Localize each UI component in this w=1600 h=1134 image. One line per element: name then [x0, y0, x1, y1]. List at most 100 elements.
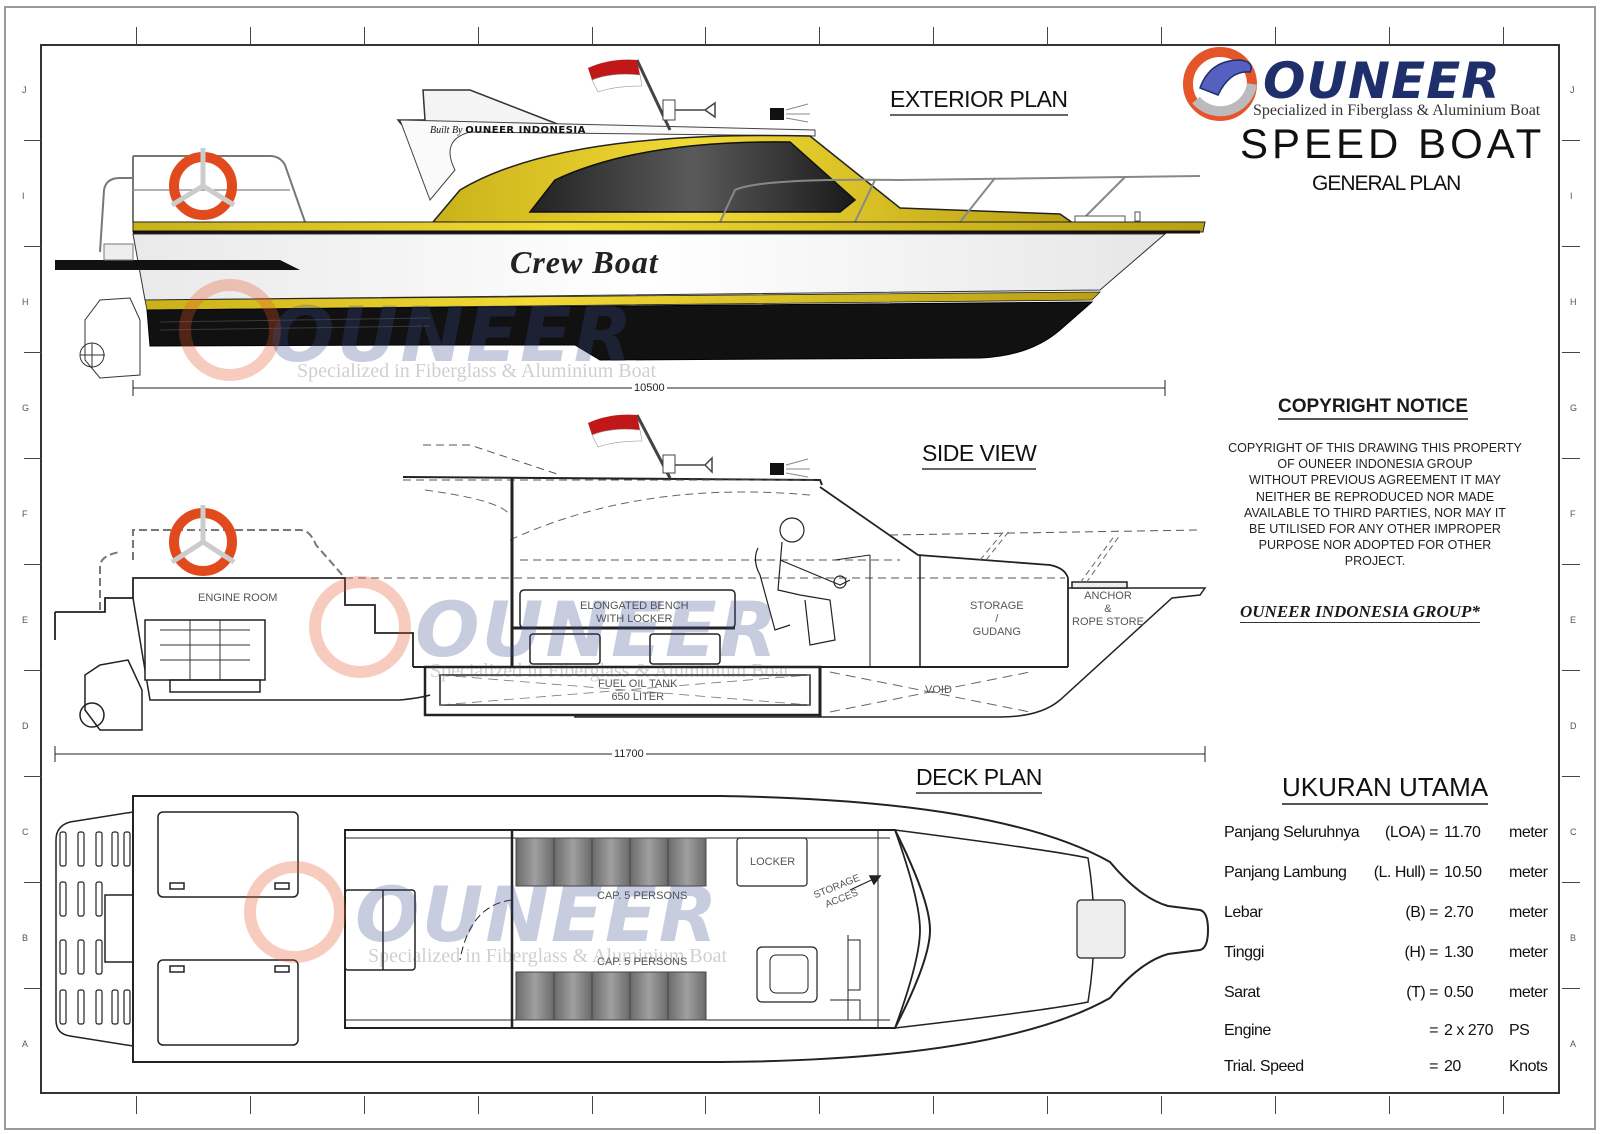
frame-tick — [364, 27, 365, 45]
zone-letter: G — [22, 403, 30, 413]
deck-locker: LOCKER — [750, 856, 796, 868]
frame-tick — [1503, 1096, 1504, 1114]
zone-letter: J — [22, 85, 27, 95]
frame-tick — [1562, 670, 1580, 671]
hull-name: Crew Boat — [510, 244, 659, 280]
frame-tick — [592, 1096, 593, 1114]
frame-tick — [1389, 27, 1390, 45]
deck-plan-drawing — [55, 795, 1210, 1063]
logo-wordmark: OUNEER — [1263, 52, 1501, 110]
frame-tick — [1562, 564, 1580, 565]
frame-tick — [24, 670, 42, 671]
frame-tick — [933, 1096, 934, 1114]
room-void: VOID — [925, 684, 952, 696]
frame-tick — [1275, 1096, 1276, 1114]
frame-tick — [1047, 27, 1048, 45]
frame-tick — [1047, 1096, 1048, 1114]
zone-letter: C — [22, 827, 29, 837]
zone-letter: E — [22, 615, 29, 625]
frame-tick — [1161, 1096, 1162, 1114]
frame-tick — [1562, 776, 1580, 777]
frame-tick — [1562, 882, 1580, 883]
frame-tick — [24, 458, 42, 459]
frame-tick — [24, 140, 42, 141]
company-logo: OUNEER Specialized in Fiberglass & Alumi… — [1185, 48, 1555, 128]
frame-tick — [24, 246, 42, 247]
exterior-plan-title: EXTERIOR PLAN — [890, 86, 1068, 116]
built-by-prefix: Built By — [430, 125, 463, 136]
frame-tick — [819, 27, 820, 45]
frame-tick — [24, 882, 42, 883]
copyright-title: COPYRIGHT NOTICE — [1278, 396, 1469, 420]
frame-tick — [1161, 27, 1162, 45]
zone-letter: B — [1570, 933, 1577, 943]
zone-letter: F — [1570, 509, 1576, 519]
logo-tagline: Specialized in Fiberglass & Aluminium Bo… — [1253, 102, 1541, 119]
frame-tick — [592, 27, 593, 45]
zone-letter: H — [22, 297, 29, 307]
copyright-line: AVAILABLE TO THIRD PARTIES, NOR MAY IT — [1244, 505, 1506, 520]
dimension-10500: 10500 — [632, 382, 667, 394]
frame-tick — [478, 1096, 479, 1114]
side-view-mast — [588, 414, 810, 479]
copyright-line: NEITHER BE REPRODUCED NOR MADE — [1255, 489, 1495, 504]
frame-tick — [364, 1096, 365, 1114]
side-view-drawing — [54, 444, 1207, 731]
built-by-name: OUNEER INDONESIA — [465, 125, 586, 136]
room-anchor-rope-store: ANCHOR & ROPE STORE — [1072, 590, 1144, 628]
specifications-title: UKURAN UTAMA — [1282, 772, 1489, 805]
frame-tick — [250, 1096, 251, 1114]
copyright-line: OF OUNEER INDONESIA GROUP — [1277, 457, 1473, 472]
drawing-frame — [40, 44, 1560, 1094]
zone-letter: A — [1570, 1039, 1577, 1049]
zone-letter: F — [22, 509, 28, 519]
zone-letter: J — [1570, 85, 1575, 95]
frame-tick — [478, 27, 479, 45]
exterior-plan-drawing — [55, 59, 1206, 379]
zone-letter: I — [22, 191, 25, 201]
room-elongated-bench: ELONGATED BENCH WITH LOCKER — [580, 600, 689, 625]
copyright-line: PROJECT. — [1344, 554, 1406, 569]
frame-tick — [1562, 140, 1580, 141]
copyright-line: WITHOUT PREVIOUS AGREEMENT IT MAY — [1249, 473, 1501, 488]
zone-letter: D — [1570, 721, 1577, 731]
frame-tick — [24, 352, 42, 353]
frame-tick — [705, 1096, 706, 1114]
frame-tick — [250, 27, 251, 45]
frame-tick — [1562, 352, 1580, 353]
frame-tick — [1562, 988, 1580, 989]
zone-letter: E — [1570, 615, 1577, 625]
room-engine-room: ENGINE ROOM — [198, 592, 278, 604]
frame-tick — [24, 564, 42, 565]
frame-tick — [705, 27, 706, 45]
frame-tick — [136, 1096, 137, 1114]
zone-letter: A — [22, 1039, 29, 1049]
watermark-marks — [179, 279, 411, 963]
dimension-11700: 11700 — [612, 748, 646, 760]
copyright-organization: OUNEER INDONESIA GROUP* — [1240, 602, 1480, 623]
frame-tick — [933, 27, 934, 45]
deck-cap-bottom: CAP. 5 PERSONS — [597, 956, 688, 968]
drawing-title: SPEED BOAT — [1240, 120, 1546, 167]
frame-tick — [819, 1096, 820, 1114]
frame-tick — [1562, 458, 1580, 459]
zone-letter: D — [22, 721, 29, 731]
built-by-label: Built By OUNEER INDONESIA — [430, 125, 586, 136]
room-fuel-oil-tank: FUEL OIL TANK 650 LITER — [598, 678, 678, 703]
frame-tick — [24, 988, 42, 989]
frame-tick — [1562, 246, 1580, 247]
zone-letter: H — [1570, 297, 1577, 307]
drawing-subtitle: GENERAL PLAN — [1312, 172, 1461, 195]
room-storage-gudang: STORAGE / GUDANG — [970, 600, 1024, 638]
copyright-line: COPYRIGHT OF THIS DRAWING THIS PROPERTY — [1228, 441, 1522, 455]
zone-letter: G — [1570, 403, 1578, 413]
zone-letter: C — [1570, 827, 1577, 837]
